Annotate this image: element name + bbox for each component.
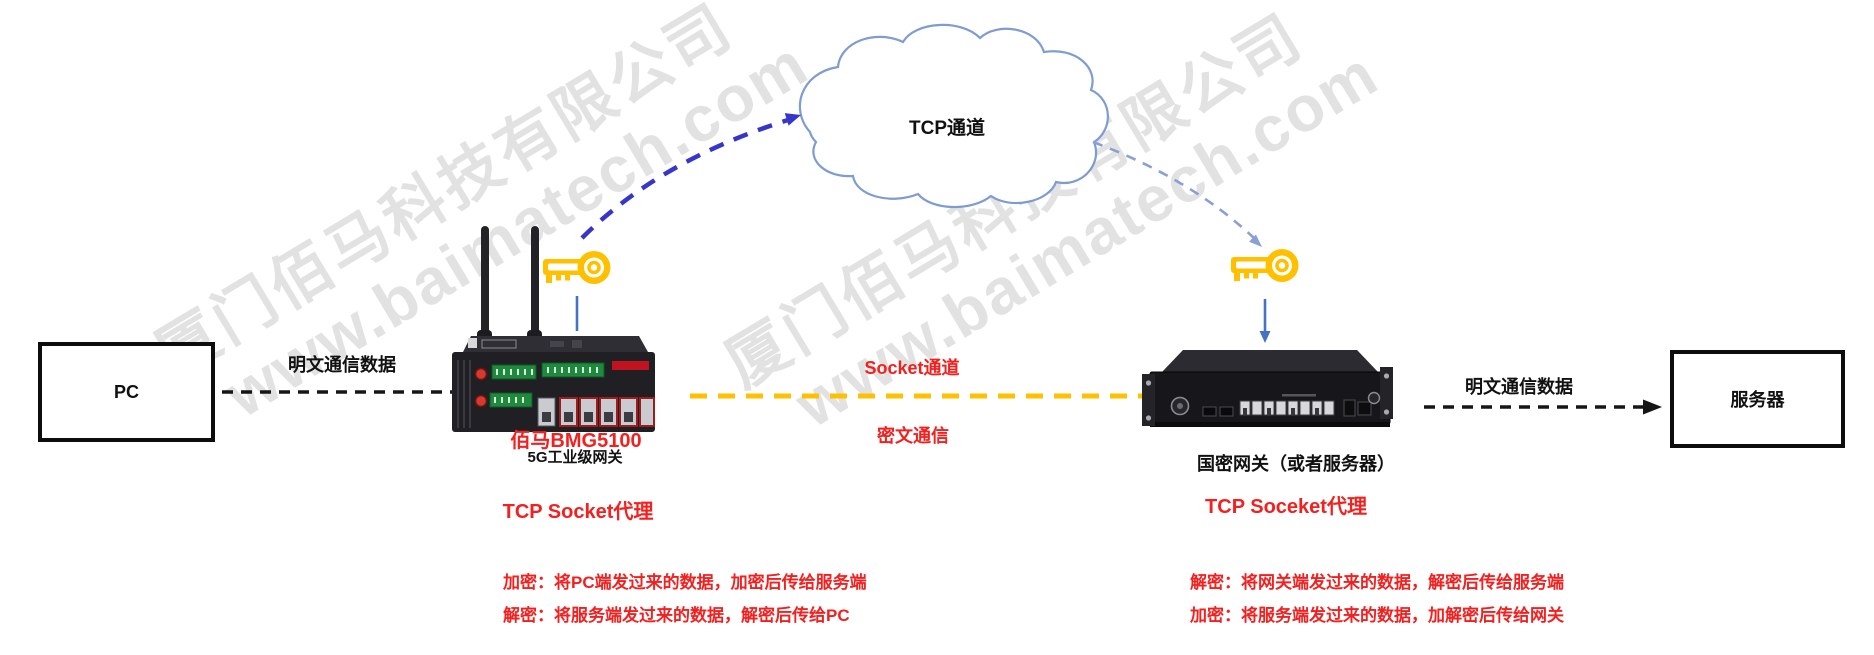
socket-channel-label: Socket通道 bbox=[864, 358, 960, 378]
plaintext-left-label: 明文通信数据 bbox=[288, 355, 396, 375]
ciphertext-label: 密文通信 bbox=[877, 426, 949, 446]
gateway-device-image bbox=[452, 226, 655, 432]
tunnel-arrow-left bbox=[580, 117, 789, 240]
plaintext-right-arrow-head bbox=[1643, 399, 1662, 415]
key-icon bbox=[1231, 249, 1299, 282]
gateway-subtitle: 5G工业级网关 bbox=[527, 449, 623, 466]
gateway-name: 佰马BMG5100 bbox=[510, 430, 642, 452]
pc-node-box: PC bbox=[38, 342, 215, 442]
sm-gateway-proxy-label: TCP Soceket代理 bbox=[1205, 496, 1367, 518]
server-node-box: 服务器 bbox=[1670, 350, 1845, 448]
tunnel-arrow-right-head bbox=[1249, 234, 1262, 247]
key-icon bbox=[543, 251, 611, 284]
sm-gateway-device-image bbox=[1142, 350, 1393, 427]
gateway-note-decrypt: 解密：将服务端发过来的数据，解密后传给PC bbox=[503, 606, 850, 625]
server-label: 服务器 bbox=[1730, 390, 1785, 410]
sm-gateway-name: 国密网关（或者服务器） bbox=[1197, 454, 1395, 474]
plaintext-right-label: 明文通信数据 bbox=[1465, 377, 1573, 397]
gateway-note-encrypt: 加密：将PC端发过来的数据，加密后传给服务端 bbox=[503, 573, 867, 592]
gateway-proxy-label: TCP Socket代理 bbox=[502, 501, 654, 523]
sm-gateway-note-encrypt: 加密：将服务端发过来的数据，加解密后传给网关 bbox=[1190, 606, 1564, 625]
tunnel-arrow-left-head bbox=[784, 113, 801, 126]
cloud-label: TCP通道 bbox=[908, 118, 986, 139]
cloud-icon bbox=[798, 23, 1109, 209]
pc-label: PC bbox=[113, 381, 139, 402]
sm-gateway-note-decrypt: 解密：将网关端发过来的数据，解密后传给服务端 bbox=[1190, 573, 1564, 592]
tunnel-arrow-right bbox=[1092, 140, 1255, 239]
key-to-smgateway-arrow-head bbox=[1259, 331, 1271, 343]
